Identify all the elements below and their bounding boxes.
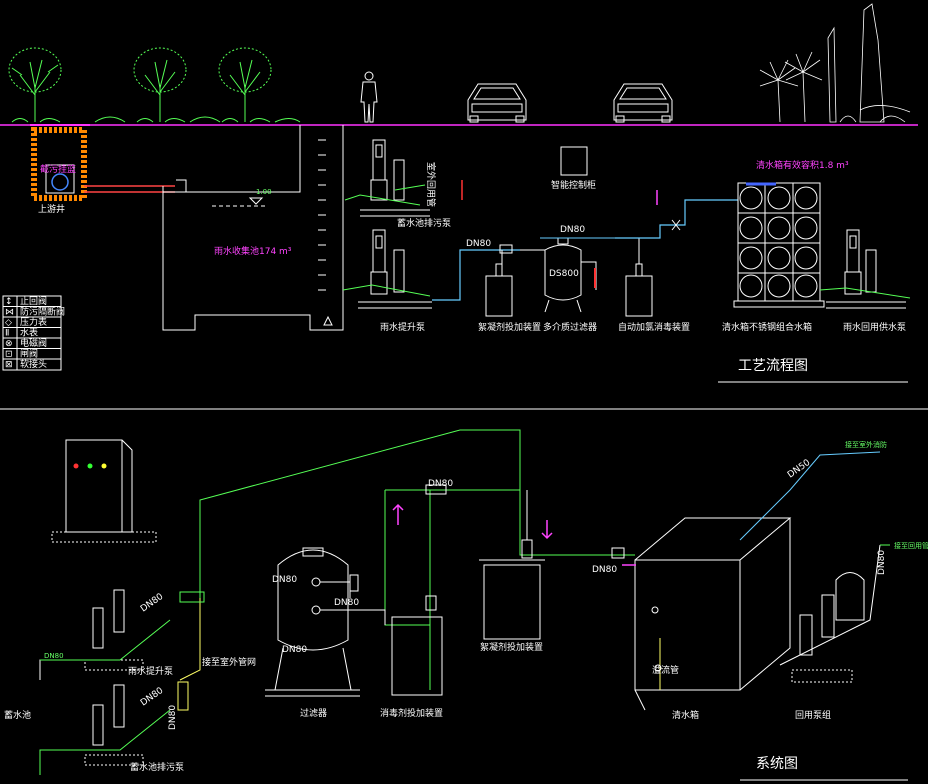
tank-level: 1.00 — [256, 188, 272, 196]
legend-sym: ↕ — [5, 297, 13, 307]
clean-tank-label: 清水箱有效容积1.8 m³ — [756, 159, 849, 171]
car-icon — [613, 83, 673, 123]
disinfect-caption: 消毒剂投加装置 — [380, 707, 443, 719]
clean-water-tank — [733, 182, 825, 308]
dn-label: DN80 — [168, 705, 178, 730]
legend-sym: ⋈ — [5, 308, 14, 318]
flocculant-caption: 絮凝剂投加装置 — [480, 641, 543, 653]
upper-pump-caption: 蓄水池排污泵 — [397, 217, 451, 229]
control-panel-label: 智能控制柜 — [551, 179, 596, 191]
person-icon — [360, 71, 378, 123]
lift-caption: 雨水提升泵 — [128, 665, 173, 677]
system-title: 系统图 — [756, 756, 798, 772]
flocculant-tank — [485, 275, 513, 317]
flocculant-tank-bottom — [483, 564, 541, 640]
legend-text: 防污隔断阀 — [20, 306, 65, 318]
tank-label: 雨水收集池174 m³ — [214, 245, 292, 257]
legend-sym: ⊗ — [5, 339, 13, 349]
pipe-filter-out — [385, 489, 635, 556]
legend-sym: ⊠ — [5, 360, 13, 370]
caption-reuse-pump: 雨水回用供水泵 — [843, 321, 906, 333]
legend-text: 压力表 — [20, 316, 47, 328]
dn-label: DN80 — [334, 598, 359, 608]
pipe-dn50 — [739, 451, 881, 541]
flowmeter-icon — [425, 484, 447, 495]
dn-label: DN80 — [877, 550, 887, 575]
backwash-label: 接至室外管网 — [202, 656, 256, 668]
dn-feed: DN80 — [466, 239, 491, 249]
legend-sym: ◇ — [5, 318, 12, 328]
pump-lower — [342, 229, 432, 309]
control-panel-top — [560, 146, 588, 176]
dn-label: DN80 — [282, 645, 307, 655]
tree-icon — [94, 47, 301, 123]
caption-lift-pump: 雨水提升泵 — [380, 321, 425, 333]
caption-clean-tank: 清水箱不锈钢组合水箱 — [722, 321, 812, 333]
dn-label: DN80 — [592, 565, 617, 575]
level-scale — [318, 139, 333, 326]
outdoor-reuse-label: 室外回用管 — [425, 162, 437, 207]
caption-filter: 多介质过滤器 — [543, 321, 597, 333]
to-reuse-label: 接至回用管 — [894, 541, 928, 550]
control-cabinet — [51, 439, 157, 543]
dn-label: DN80 — [428, 479, 453, 489]
to-fire-label: 接至室外消防 — [845, 440, 887, 449]
chlorine-tank — [625, 275, 653, 317]
caption-chlorine: 自动加氯消毒装置 — [618, 321, 690, 333]
disinfect-tank — [391, 616, 443, 696]
legend — [2, 295, 62, 371]
filter-label: DS800 — [549, 269, 579, 279]
legend-text: 软接头 — [20, 358, 47, 370]
drain-label: 溢流管 — [652, 664, 679, 676]
pump-reuse — [819, 229, 911, 309]
tree-icon — [8, 47, 62, 123]
tree-icon — [133, 47, 187, 123]
pool-label: 蓄水池 — [4, 709, 31, 721]
reuse-pump-group — [779, 544, 881, 683]
flex-joint-icon — [179, 591, 205, 603]
legend-text: 止回阀 — [20, 295, 47, 307]
pipe-main-green — [199, 429, 521, 598]
intake-pit — [30, 124, 90, 201]
palm-icon — [759, 3, 911, 123]
legend-sym: ⊡ — [5, 350, 13, 360]
valve-icon — [611, 547, 625, 559]
process-title: 工艺流程图 — [738, 358, 808, 374]
reuse-caption: 回用泵组 — [795, 709, 831, 721]
flowmeter-icon — [499, 244, 513, 254]
filter-tank-bottom — [265, 547, 386, 697]
legend-text: 闸阀 — [20, 349, 38, 360]
valve-icon — [671, 219, 681, 231]
filter-caption: 过滤器 — [300, 707, 327, 719]
inflow-pipe — [84, 185, 175, 193]
sewage-caption: 蓄水池排污泵 — [130, 761, 184, 773]
pipe-to-tank — [615, 199, 738, 239]
pipe-feed — [432, 249, 520, 301]
clean-tank-caption: 清水箱 — [672, 709, 699, 721]
dn-label: DN80 — [272, 575, 297, 585]
dn-label: DN80 — [139, 686, 166, 709]
intake-caption: 上游井 — [38, 203, 65, 215]
inflow-elbow — [176, 179, 187, 192]
dn-filter-out: DN80 — [560, 225, 585, 235]
legend-text: 电磁阀 — [20, 337, 47, 349]
sewage-pump-group — [84, 684, 144, 766]
car-icon — [467, 83, 527, 123]
rain-tank — [162, 125, 344, 331]
legend-text: 水表 — [20, 327, 38, 339]
legend-sym: Ⅱ — [5, 329, 9, 339]
intake-label: 截污挂篮 — [40, 163, 76, 175]
dn-label: DN80 — [44, 652, 64, 660]
pump-upper — [344, 139, 430, 217]
caption-flocculant: 絮凝剂投加装置 — [478, 321, 541, 333]
clean-tank-3d — [634, 517, 792, 711]
dn-label: DN80 — [139, 592, 166, 615]
